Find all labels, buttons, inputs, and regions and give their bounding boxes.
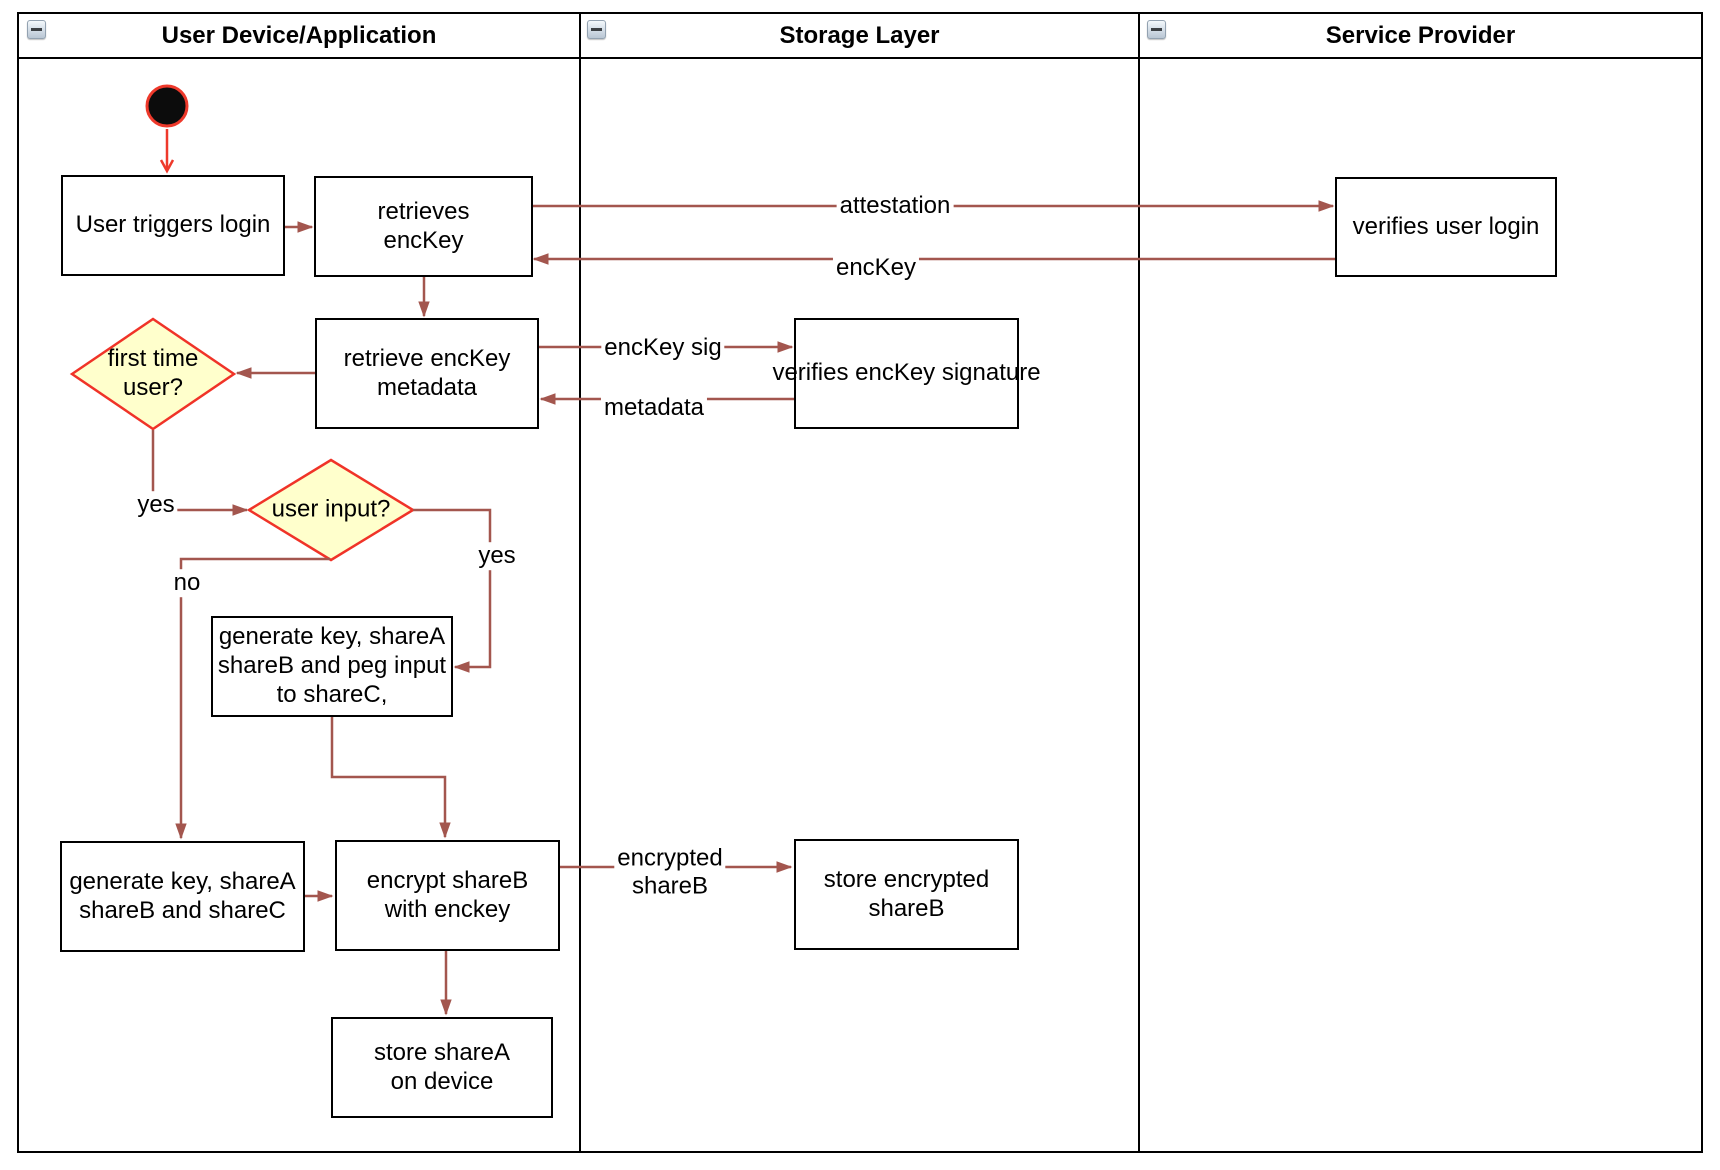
edge-label-encrypted-shareb[interactable]: encrypted shareB	[614, 844, 726, 900]
collapse-lane-service-provider-button[interactable]	[1147, 20, 1166, 39]
node-label: store shareA on device	[373, 1038, 511, 1095]
decision-first-time-user-shape[interactable]	[69, 317, 237, 431]
lane-title-user-device: User Device/Application	[161, 22, 437, 49]
minus-icon	[31, 28, 42, 31]
node-retrieves-enckey[interactable]: retrieves encKey	[314, 176, 533, 277]
node-verifies-user-login[interactable]: verifies user login	[1335, 177, 1557, 277]
decision-first-time-user-label: first time user?	[107, 345, 199, 401]
lane-title-storage-layer: Storage Layer	[779, 22, 940, 49]
edge-userinput-no	[175, 557, 330, 840]
node-store-sharea-on-device[interactable]: store shareA on device	[331, 1017, 553, 1118]
pool-border	[17, 12, 1703, 1153]
lane-header-user-device[interactable]: User Device/Application	[18, 14, 580, 58]
collapse-lane-user-device-button[interactable]	[27, 20, 46, 39]
lane-header-service-provider[interactable]: Service Provider	[1139, 14, 1702, 58]
edge-label-attestation[interactable]: attestation	[836, 192, 954, 220]
edge-label-user-input-yes[interactable]: yes	[475, 542, 519, 570]
node-label: generate key, shareA shareB and peg inpu…	[217, 623, 447, 708]
node-label: encrypt shareB with enckey	[366, 866, 529, 923]
node-retrieve-enckey-metadata[interactable]: retrieve encKey metadata	[315, 318, 539, 429]
edge-peg-to-encrypt	[330, 717, 451, 839]
decision-user-input-label: user input?	[271, 495, 391, 523]
node-label: store encrypted shareB	[823, 865, 990, 922]
node-label: retrieves encKey	[377, 197, 470, 254]
edge-userinput-yes	[413, 508, 492, 673]
node-generate-key-sharec[interactable]: generate key, shareA shareB and shareC	[60, 841, 305, 952]
edge-label-enckey-sig[interactable]: encKey sig	[601, 334, 725, 362]
node-user-triggers-login[interactable]: User triggers login	[61, 175, 285, 276]
lane-header-storage-layer[interactable]: Storage Layer	[580, 14, 1139, 58]
node-label: generate key, shareA shareB and shareC	[69, 867, 296, 924]
collapse-lane-storage-layer-button[interactable]	[587, 20, 606, 39]
edge-label-enckey[interactable]: encKey	[832, 254, 920, 282]
minus-icon	[591, 28, 602, 31]
start-node[interactable]	[145, 84, 189, 128]
node-label: verifies user login	[1352, 212, 1540, 240]
node-label: verifies encKey signature	[772, 359, 1041, 387]
edge-label-first-time-yes[interactable]: yes	[134, 491, 178, 519]
minus-icon	[1151, 28, 1162, 31]
node-encrypt-shareb[interactable]: encrypt shareB with enckey	[335, 840, 560, 951]
node-label: retrieve encKey metadata	[343, 344, 511, 401]
node-generate-key-peg-input[interactable]: generate key, shareA shareB and peg inpu…	[211, 616, 453, 717]
node-verifies-enckey-signature[interactable]: verifies encKey signature	[772, 318, 1041, 429]
node-store-encrypted-shareb[interactable]: store encrypted shareB	[794, 839, 1019, 950]
edge-label-metadata[interactable]: metadata	[600, 394, 708, 422]
edge-label-user-input-no[interactable]: no	[170, 569, 204, 597]
node-label: User triggers login	[75, 211, 271, 239]
lane-title-service-provider: Service Provider	[1325, 22, 1516, 49]
